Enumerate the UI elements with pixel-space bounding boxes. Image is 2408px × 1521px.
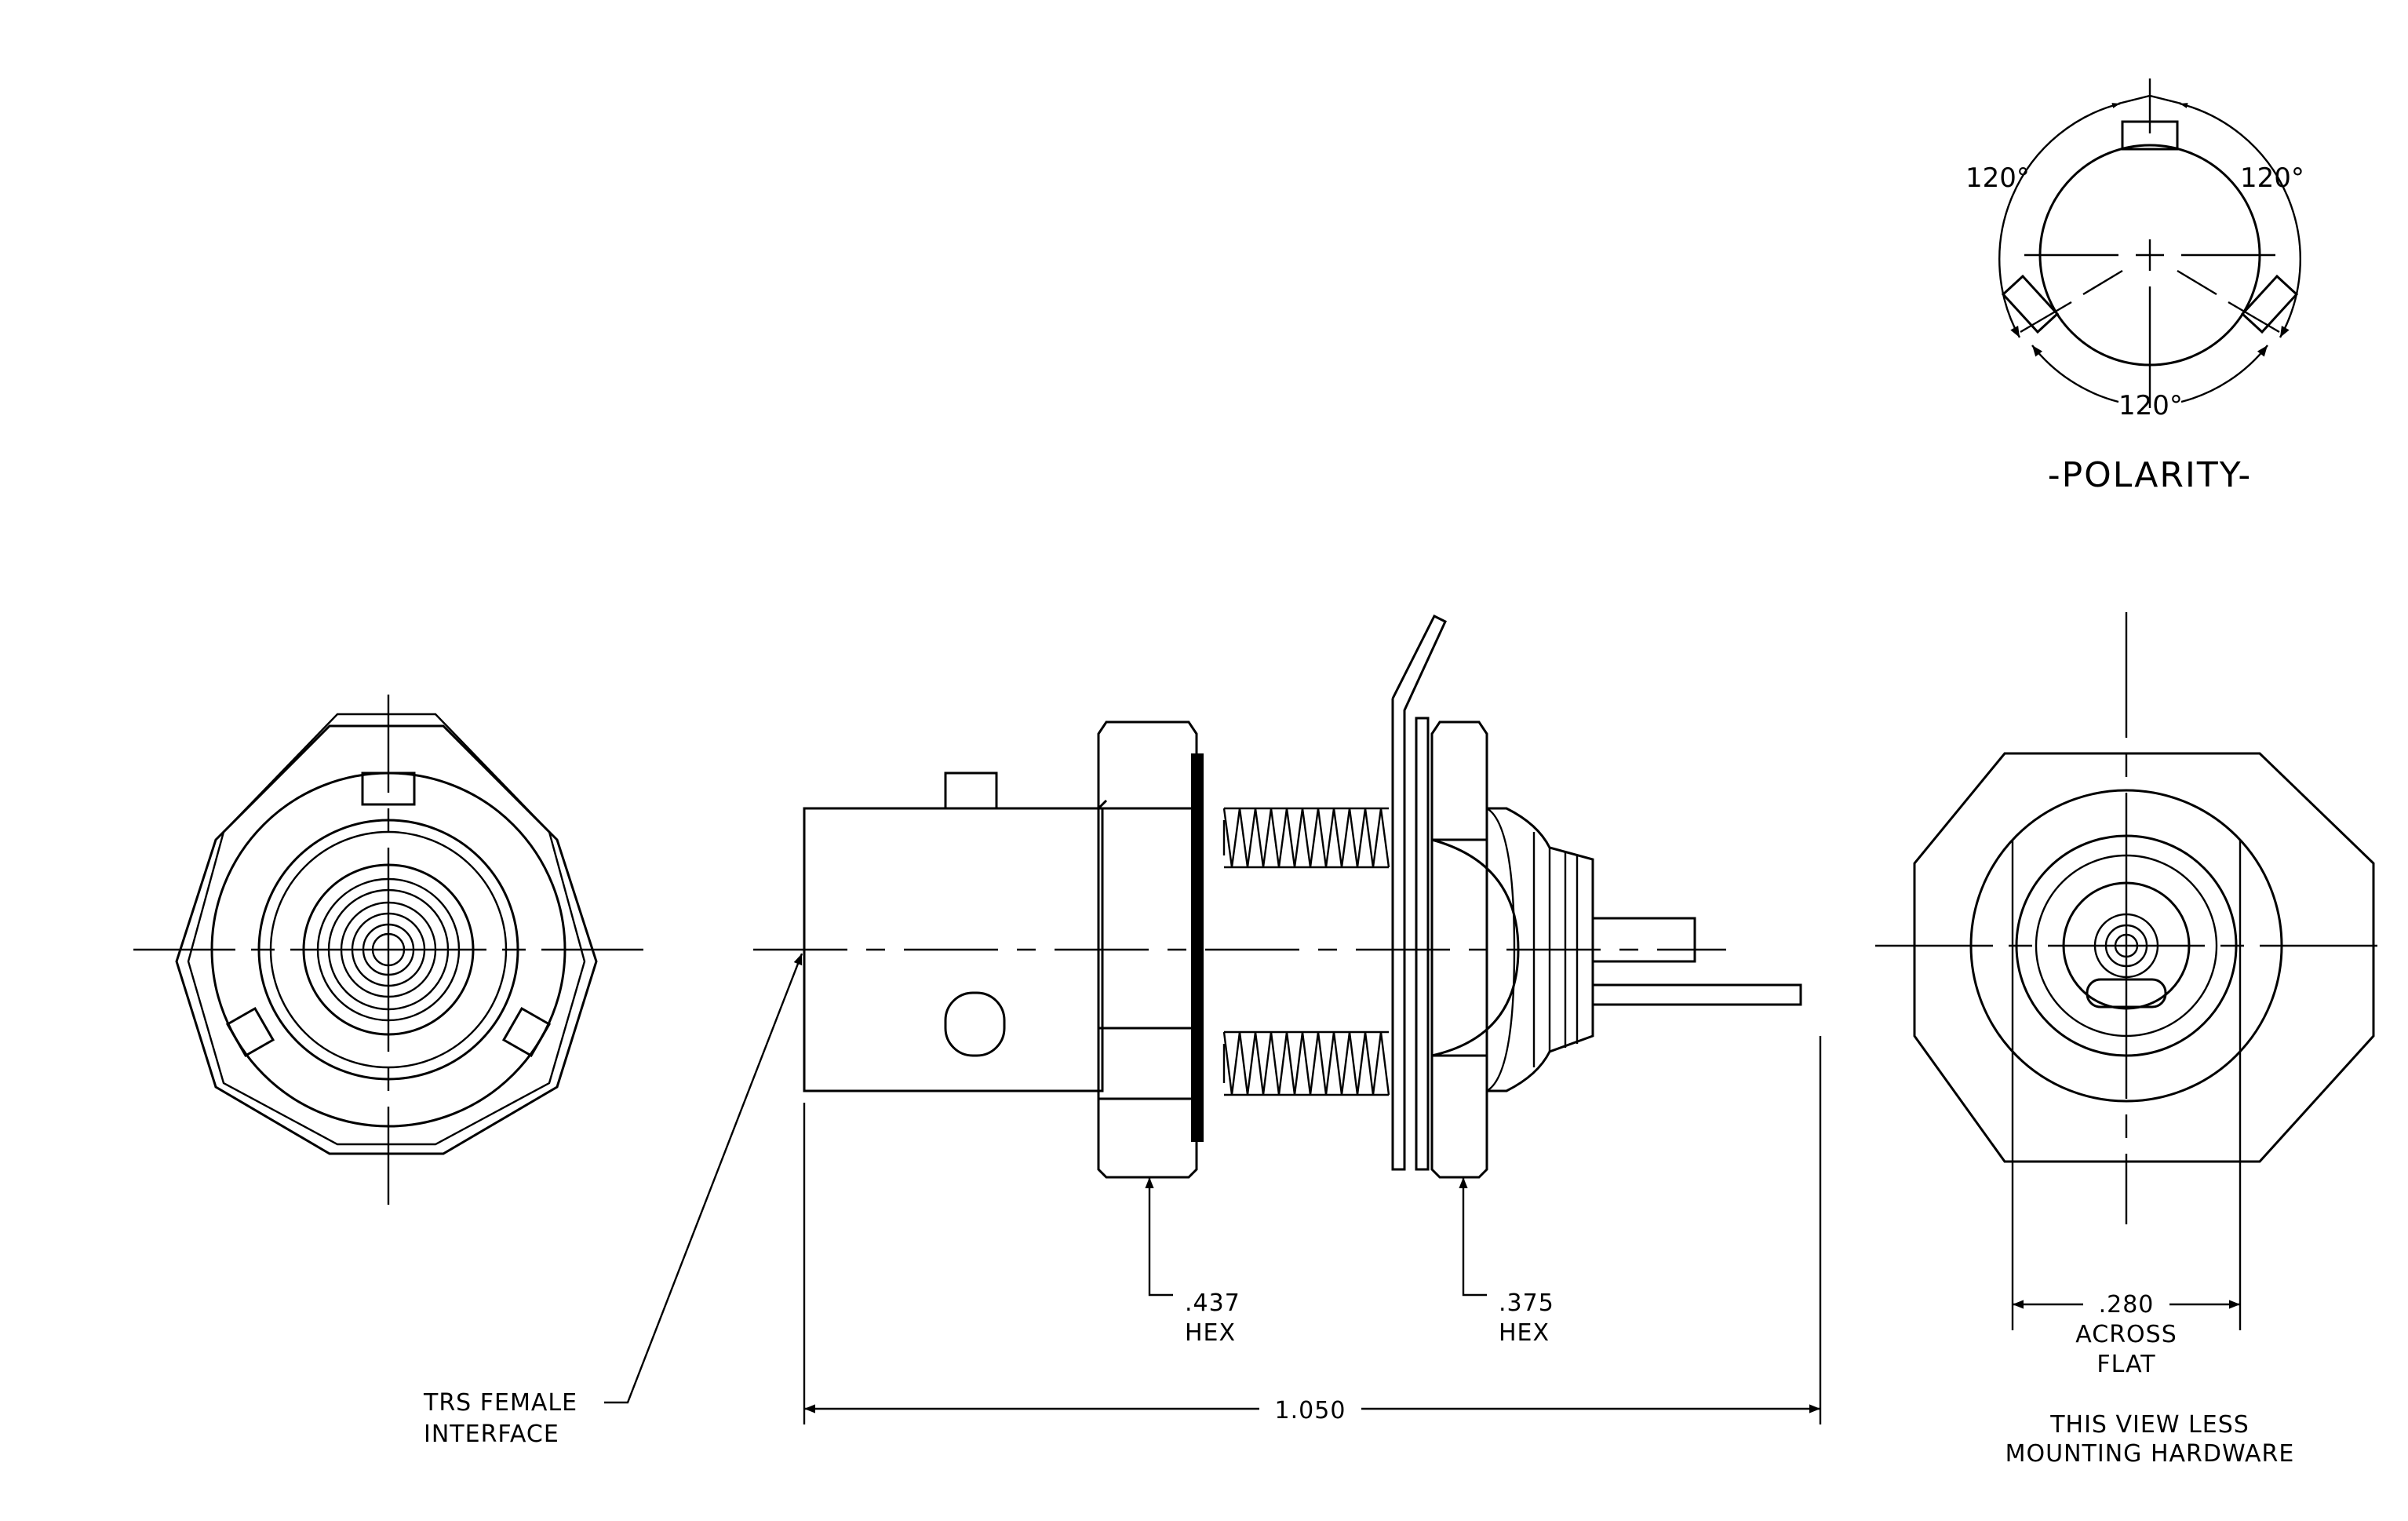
interface-label-line1: TRS FEMALE: [423, 1389, 577, 1417]
front-view-left: [133, 695, 643, 1205]
view-note-line2: MOUNTING HARDWARE: [2005, 1440, 2295, 1468]
view-note-line1: THIS VIEW LESS: [2049, 1411, 2250, 1439]
angle-bottom: 120°: [2118, 390, 2183, 421]
thread-bottom: [1222, 1030, 1390, 1096]
overall-length-value: 1.050: [1275, 1397, 1346, 1424]
polarity-view: 120° 120° 120° -POLARITY-: [1965, 78, 2304, 495]
hex-small-unit: HEX: [1499, 1319, 1550, 1347]
side-view: [753, 614, 1802, 1179]
annotations: TRS FEMALE INTERFACE .437 HEX .375 HEX 1…: [423, 1289, 2295, 1468]
hex-large-unit: HEX: [1185, 1319, 1236, 1347]
across-flat-line2: ACROSS: [2075, 1321, 2177, 1348]
angle-top-left: 120°: [1965, 162, 2030, 194]
dimensions: [604, 953, 2240, 1424]
rear-view-right: [1875, 612, 2377, 1330]
interface-label-line2: INTERFACE: [424, 1421, 559, 1448]
thread-top: [1222, 807, 1390, 869]
polarity-title: -POLARITY-: [2048, 455, 2253, 495]
across-flat-value: .280: [2099, 1291, 2155, 1319]
hex-small-value: .375: [1499, 1289, 1554, 1317]
across-flat-line3: FLAT: [2097, 1351, 2155, 1378]
hex-large-value: .437: [1185, 1289, 1240, 1317]
angle-top-right: 120°: [2240, 162, 2304, 194]
